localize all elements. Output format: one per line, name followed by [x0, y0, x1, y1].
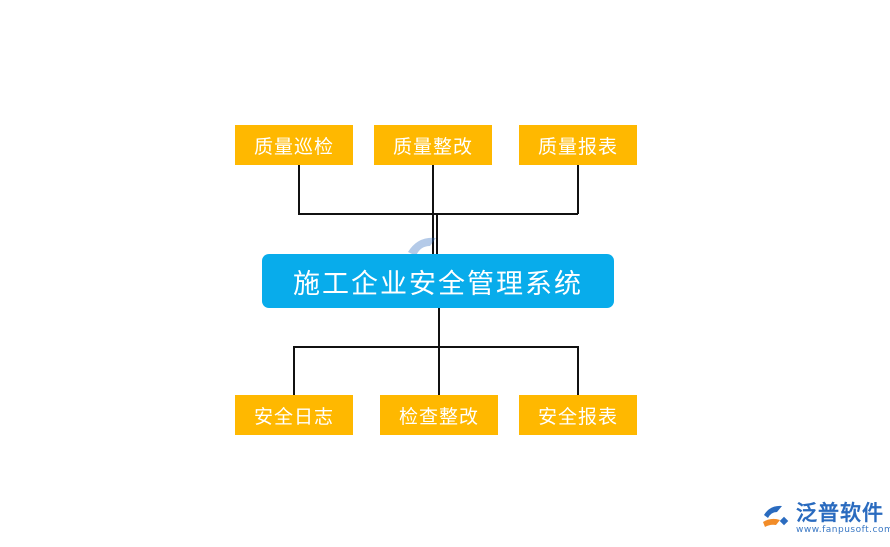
node-quality-rectification: 质量整改: [374, 125, 492, 165]
connector-top-left: [298, 165, 578, 215]
node-safety-log: 安全日志: [235, 395, 353, 435]
node-quality-inspection: 质量巡检: [235, 125, 353, 165]
fanpu-logo-icon: [763, 505, 789, 527]
connector-bottom-bar: [293, 346, 579, 395]
node-root-system: 施工企业安全管理系统: [262, 254, 614, 308]
brand-logo-text: 泛普软件 www.fanpusoft.com: [796, 501, 890, 536]
node-safety-report: 安全报表: [519, 395, 637, 435]
brand-name: 泛普软件: [796, 500, 884, 525]
node-inspection-rectification: 检查整改: [380, 395, 498, 435]
brand-logo: 泛普软件 www.fanpusoft.com: [760, 498, 890, 538]
connector-top-trunk: [432, 214, 438, 254]
brand-url: www.fanpusoft.com: [796, 524, 890, 535]
node-quality-report: 质量报表: [519, 125, 637, 165]
